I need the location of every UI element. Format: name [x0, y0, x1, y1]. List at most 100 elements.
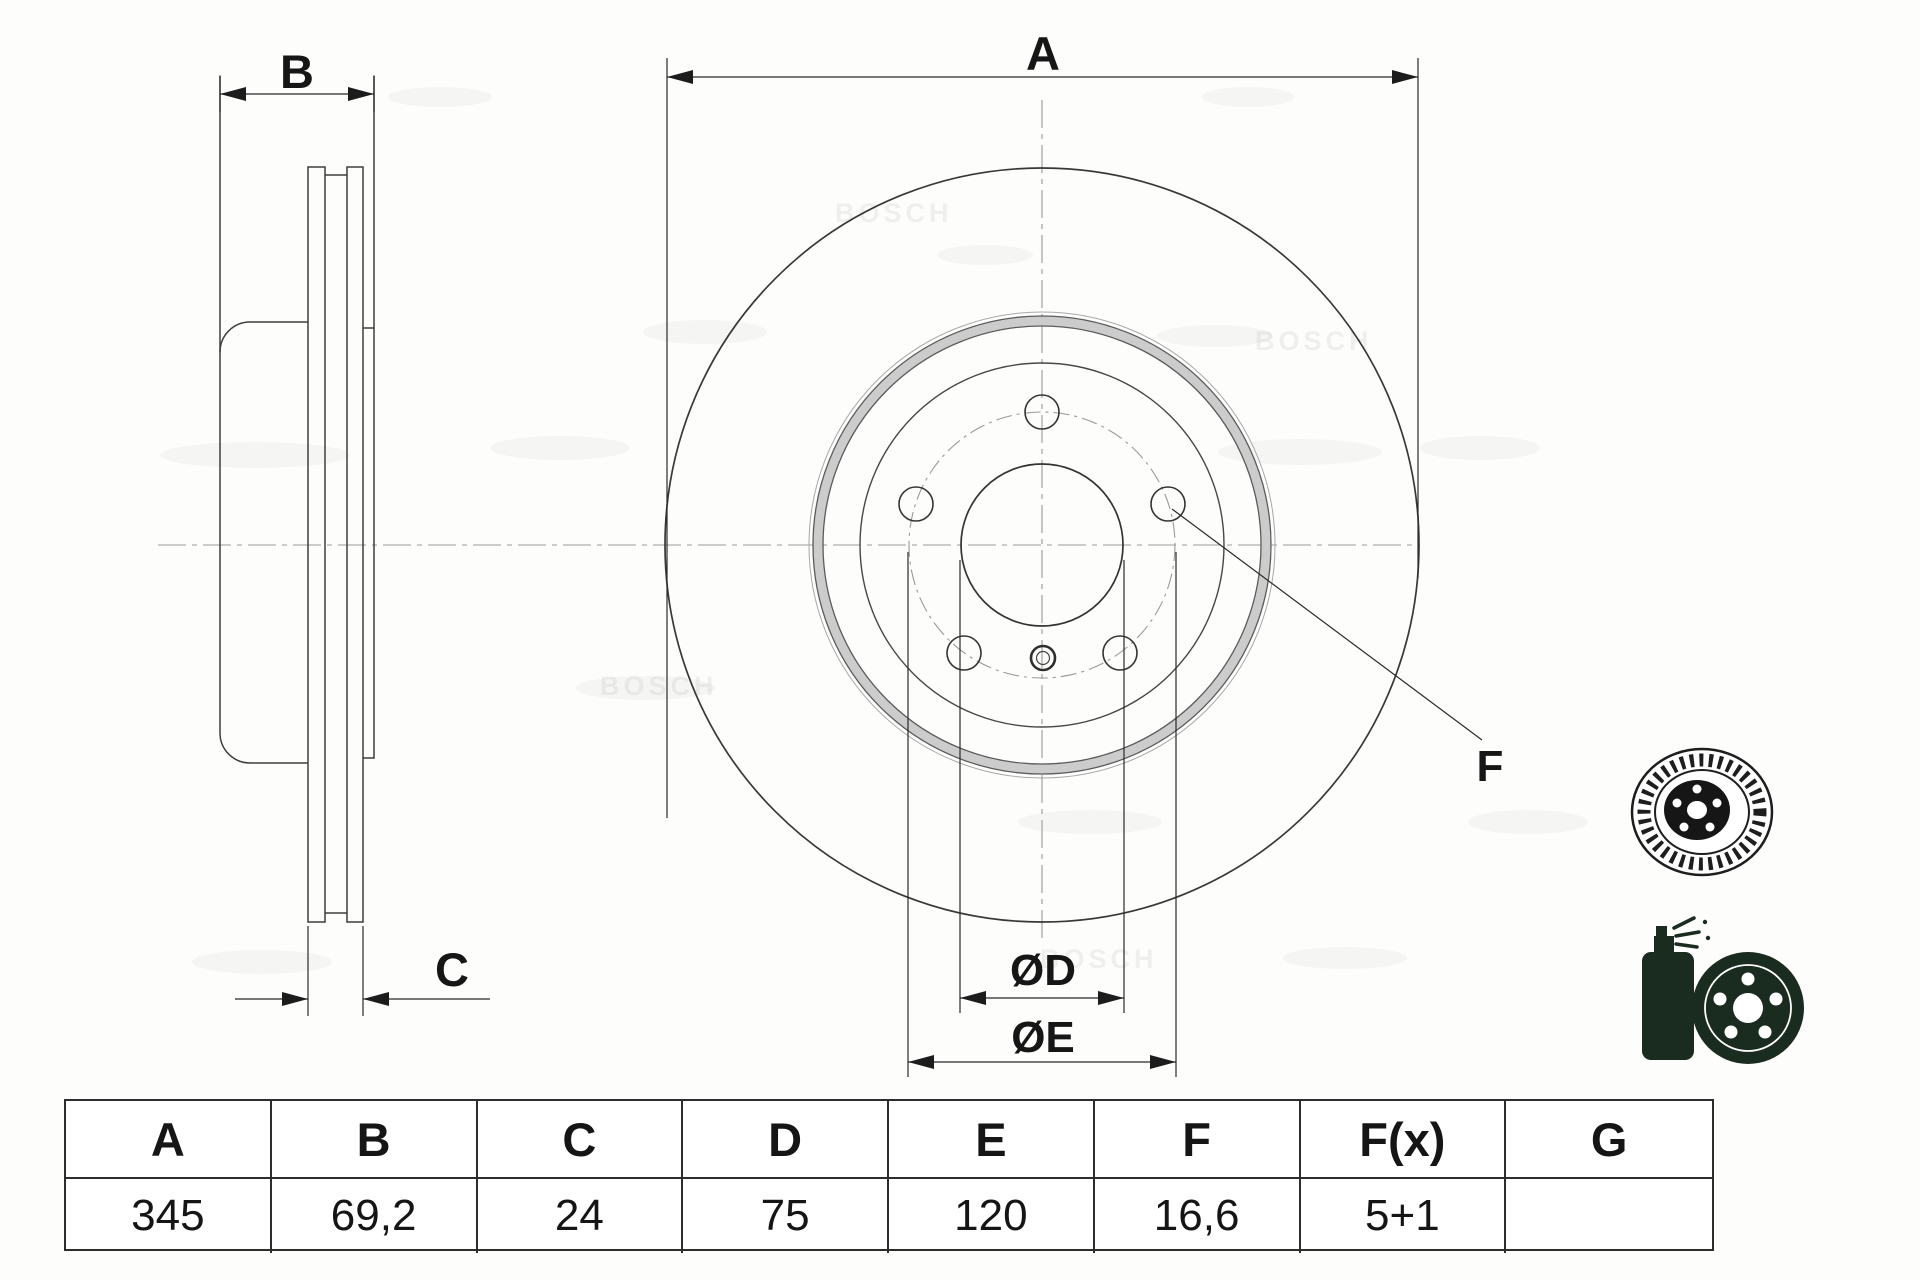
bolt-hole — [898, 486, 934, 522]
outer-diameter-circle — [664, 167, 1420, 923]
smudge — [1468, 810, 1588, 834]
brand-watermark-text: BOSCH — [835, 198, 953, 228]
bolt-hole — [1102, 635, 1138, 671]
spec-value-fx: 5+1 — [1301, 1179, 1507, 1253]
smudge — [490, 436, 630, 460]
spec-header-b: B — [272, 1101, 478, 1177]
disc-icon-bore — [1687, 801, 1707, 819]
hat-top-edge — [219, 321, 309, 353]
coated-disc-hole — [1741, 972, 1755, 986]
brake-disc-3d-icon — [1630, 747, 1774, 877]
coated-disc-hole — [1724, 1025, 1738, 1039]
spec-value-e: 120 — [889, 1179, 1095, 1253]
spray-dot — [1702, 919, 1708, 925]
spec-value-c: 24 — [478, 1179, 684, 1253]
arrowhead — [1150, 1055, 1176, 1069]
spray-mist — [1672, 916, 1711, 949]
spec-header-g: G — [1590, 1112, 1628, 1166]
spray-coated-disc-icon — [1642, 916, 1804, 1064]
brand-watermark-text: BOSCH — [600, 671, 718, 701]
friction-band-inner — [822, 325, 1262, 765]
spray-can-cap — [1654, 936, 1674, 954]
smudge — [388, 87, 492, 107]
set-screw-hole-inner — [1035, 650, 1051, 666]
coated-disc-hole — [1758, 1025, 1772, 1039]
dim-f-leader-line — [1171, 508, 1483, 741]
spray-line — [1672, 916, 1696, 930]
spray-can-nozzle — [1656, 926, 1667, 937]
smudge — [1283, 947, 1407, 969]
dim-a-label: A — [1026, 27, 1060, 80]
coated-disc-bore — [1733, 993, 1763, 1023]
coated-disc-hole — [1769, 992, 1783, 1006]
spray-can-body — [1642, 952, 1694, 1060]
pitch-circle — [908, 411, 1176, 679]
friction-band-shading — [813, 316, 1271, 774]
spec-table-value-row: 345 69,2 24 75 120 16,6 5+1 — [66, 1179, 1712, 1253]
disc-icon-hole — [1692, 784, 1702, 794]
spec-header-f: F — [1095, 1101, 1301, 1177]
arrowhead — [667, 70, 693, 84]
dim-e-label: ØE — [1011, 1013, 1075, 1062]
spec-value-d: 75 — [683, 1179, 889, 1253]
spec-header-e: E — [889, 1101, 1095, 1177]
bolt-hole — [946, 635, 982, 671]
arrowhead — [908, 1055, 934, 1069]
arrowhead — [1392, 70, 1418, 84]
disc-icon-hole — [1679, 822, 1689, 832]
disc-icon-rim-hatch — [1637, 753, 1767, 871]
rim-inner-circle — [808, 311, 1276, 779]
disc-icon-hole — [1712, 798, 1722, 808]
spray-line — [1674, 930, 1701, 938]
smudge — [937, 245, 1033, 265]
dim-d-label: ØD — [1010, 946, 1076, 995]
spec-header-a: A — [66, 1101, 272, 1177]
spec-header-c: C — [478, 1101, 684, 1177]
dim-b-label: B — [280, 45, 314, 98]
set-screw-hole-outer — [1029, 644, 1057, 672]
coated-disc-ring — [1704, 964, 1792, 1052]
centerlines — [158, 100, 1420, 940]
dim-f-label: F — [1477, 742, 1504, 791]
hat-edge-circle — [859, 362, 1225, 728]
brand-watermark-text: BOSCH — [1255, 326, 1373, 356]
side-view — [219, 75, 375, 923]
smudge — [1202, 87, 1294, 107]
spec-value-f: 16,6 — [1095, 1179, 1301, 1253]
dimension-arrowheads — [220, 70, 1418, 1069]
bolt-hole — [1024, 394, 1060, 430]
spray-line — [1674, 942, 1699, 949]
smudge — [643, 320, 767, 344]
spec-header-fx: F(x) — [1301, 1101, 1507, 1177]
smudge — [192, 950, 332, 974]
disc-icon-hole — [1705, 822, 1715, 832]
arrowhead — [282, 992, 308, 1006]
arrowhead — [220, 87, 246, 101]
spec-table: A B C D E F F(x) G 345 69,2 24 75 120 16… — [64, 1099, 1714, 1253]
arrowhead — [1098, 991, 1124, 1005]
brand-watermark-text: BOSCH — [1040, 944, 1158, 974]
arrowhead — [363, 992, 389, 1006]
hat-left-face — [219, 75, 308, 764]
friction-band-outer — [812, 315, 1272, 775]
spec-value-a: 345 — [66, 1179, 272, 1253]
spec-value-b: 69,2 — [272, 1179, 478, 1253]
center-bore-circle — [960, 463, 1124, 627]
arrowhead — [348, 87, 374, 101]
smudge — [160, 442, 350, 468]
dimension-lines — [219, 58, 1483, 1077]
brand-watermarks: BOSCH BOSCH BOSCH BOSCH — [600, 198, 1373, 974]
spec-value-g — [1506, 1179, 1712, 1253]
dimension-labels: A B C ØD ØE F — [280, 27, 1503, 1062]
dim-c-label: C — [435, 943, 469, 996]
coated-disc-hole — [1713, 992, 1727, 1006]
disc-icon-hole — [1672, 798, 1682, 808]
smudge — [1018, 810, 1162, 834]
spray-dot — [1705, 935, 1711, 941]
smudge — [1420, 436, 1540, 460]
arrowhead — [960, 991, 986, 1005]
spec-header-d: D — [683, 1101, 889, 1177]
front-view — [664, 167, 1420, 923]
